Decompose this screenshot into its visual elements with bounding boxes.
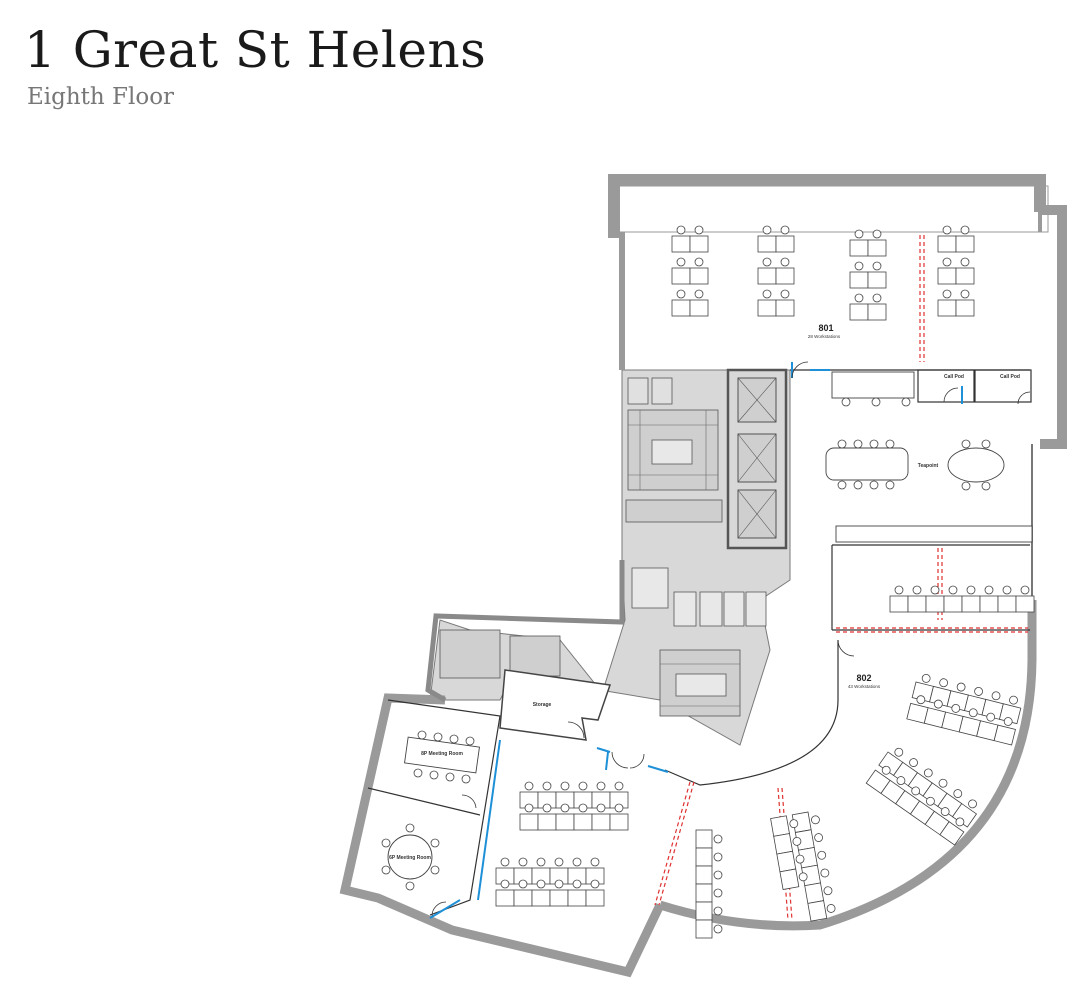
doors <box>431 361 1031 917</box>
meeting-table-6p <box>381 823 440 891</box>
exterior-walls <box>339 174 1067 978</box>
storage-label: Storage <box>533 702 552 708</box>
teapoint-label: Teapoint <box>918 463 939 469</box>
meeting-table-8p <box>404 730 480 784</box>
storage-room <box>499 669 612 741</box>
call-pod-1-label: Call Pod <box>944 374 964 380</box>
call-pod-2-label: Call Pod <box>1000 374 1020 380</box>
meeting-room-8p-label: 8P Meeting Room <box>421 751 463 757</box>
interior-walls <box>367 369 1032 916</box>
room-802-capacity: 43 Workstations <box>848 684 881 689</box>
room-801-capacity: 28 Workstations <box>808 334 841 339</box>
meeting-room-6p-label: 6P Meeting Room <box>389 855 431 861</box>
floor-subtitle: Eighth Floor <box>27 84 175 110</box>
core-area <box>429 368 791 746</box>
glazed-partitions <box>429 362 963 919</box>
teapoint-furniture <box>825 371 1033 543</box>
room-801-number: 801 <box>818 323 833 333</box>
room-802-number: 802 <box>856 673 871 683</box>
building-title: 1 Great St Helens <box>24 21 487 79</box>
desk-cluster-801 <box>671 225 975 321</box>
